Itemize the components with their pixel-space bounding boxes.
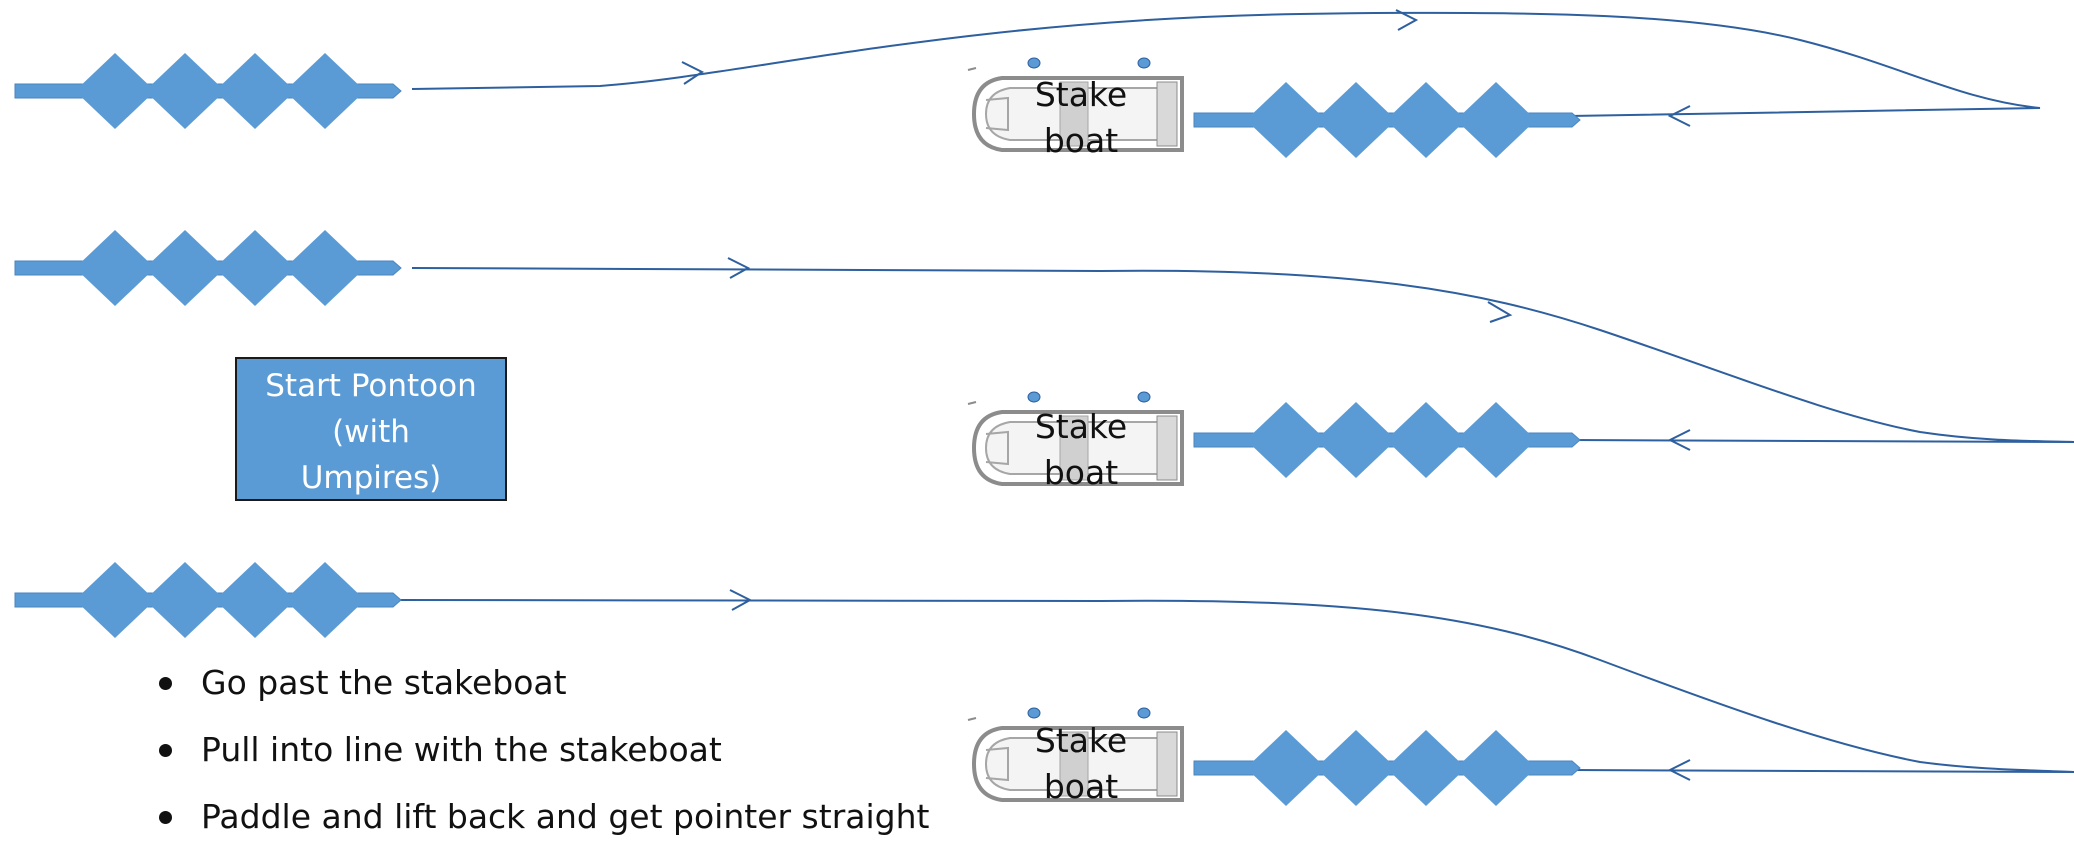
lane-3-arrow-out (729, 589, 753, 611)
lane-2-path (411, 267, 2074, 443)
crew-boat-2-start-icon (14, 229, 402, 307)
lane-2-arrow-mid (1487, 301, 1513, 323)
start-pontoon-box: Start Pontoon (with Umpires) (235, 357, 507, 501)
lane-2-arrow-back (1667, 429, 1691, 451)
lane-3-arrow-back (1667, 759, 1691, 781)
crew-boat-1-start-icon (14, 52, 402, 130)
instruction-item: Go past the stakeboat (155, 655, 929, 722)
crew-boat-3-start-icon (14, 561, 402, 639)
lane-1-arrow-back (1667, 105, 1691, 127)
lane-3-path (399, 599, 2074, 773)
lane-1-arrow-top (1395, 9, 1419, 31)
lane-1-path (411, 11, 2041, 117)
instruction-item: Pull into line with the stakeboat (155, 722, 929, 789)
crew-boat-2-stake-icon (1193, 401, 1581, 479)
start-pontoon-line3: Umpires) (300, 460, 442, 496)
stake-boat-1-label: Stake boat (1034, 75, 1128, 160)
crew-boat-1-stake-icon (1193, 81, 1581, 159)
lane-diagram (14, 9, 2074, 807)
start-pontoon-line1: Start Pontoon (265, 368, 477, 404)
instruction-item: Paddle and lift back and get pointer str… (155, 789, 929, 856)
lane-2-arrow-out (727, 257, 751, 279)
stake-boat-3-label: Stake boat (1034, 721, 1128, 806)
crew-boat-3-stake-icon (1193, 729, 1581, 807)
lane-1-arrow-out (681, 61, 704, 85)
instruction-list: Go past the stakeboat Pull into line wit… (155, 655, 929, 856)
start-pontoon-line2: (with (332, 414, 410, 450)
stake-boat-2-label: Stake boat (1034, 407, 1128, 492)
